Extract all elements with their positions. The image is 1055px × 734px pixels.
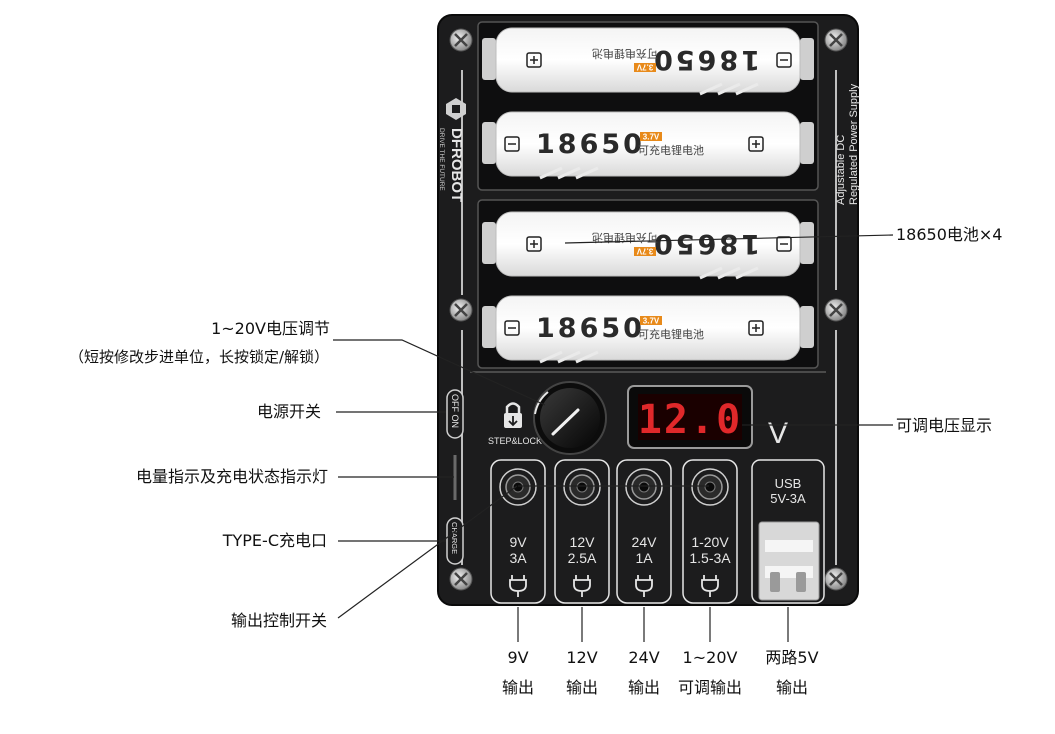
battery-model: 18650 (651, 44, 760, 75)
usb-rating: 5V-3A (770, 491, 806, 506)
screw-icon (824, 298, 848, 322)
caption-line2: 可调输出 (677, 678, 742, 697)
caption-line1: 24V (628, 648, 660, 667)
plug-icon (573, 575, 591, 597)
battery-voltage: 3.7V (643, 133, 660, 142)
annotation-voltage-display: 可调电压显示 (896, 416, 993, 435)
minus-icon (776, 52, 792, 68)
screw-icon (449, 28, 473, 52)
brand-slogan: DRIVE THE FUTURE (438, 128, 445, 191)
screw-icon (824, 28, 848, 52)
screw-icon (449, 298, 473, 322)
screw-icon (449, 567, 473, 591)
usb-label: USB (775, 476, 802, 491)
power-switch[interactable]: OFF ON (446, 389, 464, 439)
plus-icon (748, 320, 764, 336)
plug-icon (509, 575, 527, 597)
display-unit: V (768, 417, 788, 450)
minus-icon (776, 236, 792, 252)
lock-icon (504, 402, 522, 428)
typec-port[interactable]: CHARGE (446, 517, 464, 565)
annotation-voltage-adjust: 1~20V电压调节 (211, 319, 330, 338)
dfrobot-logo-icon (446, 98, 466, 120)
port-voltage: 24V (632, 534, 658, 550)
battery-voltage: 3.7V (636, 247, 653, 256)
caption-line2: 输出 (627, 678, 660, 697)
step-lock-label: STEP&LOCK (488, 436, 542, 446)
plus-icon (526, 52, 542, 68)
annotation-indicator: 电量指示及充电状态指示灯 (135, 467, 328, 486)
battery-desc: 可充电锂电池 (638, 327, 704, 341)
caption-line1: 1~20V (682, 648, 738, 667)
plus-icon (526, 236, 542, 252)
caption-line1: 两路5V (765, 648, 819, 667)
usb-port[interactable]: USB 5V-3A (751, 459, 825, 604)
caption-line2: 输出 (501, 678, 534, 697)
plug-icon (635, 575, 653, 597)
battery-model: 18650 (651, 228, 760, 259)
battery-model: 18650 (536, 313, 645, 344)
port-current: 3A (509, 550, 527, 566)
minus-icon (504, 136, 520, 152)
caption-line1: 9V (507, 648, 529, 667)
charge-port-label: CHARGE (450, 522, 459, 554)
battery-voltage: 3.7V (636, 63, 653, 72)
port-current: 2.5A (568, 550, 597, 566)
port-voltage: 9V (509, 534, 527, 550)
annotation-output-switch: 输出控制开关 (230, 611, 327, 630)
product-name-line2: Regulated Power Supply (848, 83, 860, 205)
port-current: 1.5-3A (689, 550, 731, 566)
battery-desc: 可充电锂电池 (592, 231, 658, 245)
port-current: 1A (635, 550, 653, 566)
voltage-knob[interactable] (533, 381, 607, 455)
plus-icon (748, 136, 764, 152)
annotation-voltage-adjust-note: （短按修改步进单位，长按锁定/解锁） (68, 348, 329, 366)
annotation-typec: TYPE-C充电口 (222, 531, 327, 550)
annotation-battery: 18650电池×4 (896, 225, 1003, 244)
plug-icon (701, 575, 719, 597)
port-voltage: 1-20V (691, 534, 729, 550)
voltage-display: 12.0 (627, 385, 753, 449)
caption-line2: 输出 (565, 678, 598, 697)
annotation-power-switch: 电源开关 (256, 402, 321, 421)
battery-model: 18650 (536, 129, 645, 160)
minus-icon (504, 320, 520, 336)
display-digits: 12.0 (638, 397, 742, 443)
product-name-line1: Adjustable DC (835, 135, 847, 205)
battery-desc: 可充电锂电池 (638, 143, 704, 157)
battery-desc: 可充电锂电池 (592, 47, 658, 61)
battery-voltage: 3.7V (643, 317, 660, 326)
port-voltage: 12V (570, 534, 596, 550)
caption-line1: 12V (566, 648, 598, 667)
screw-icon (824, 567, 848, 591)
power-switch-label: OFF ON (450, 394, 460, 428)
caption-line2: 输出 (775, 678, 808, 697)
brand-logo: DFROBOT (448, 128, 465, 202)
